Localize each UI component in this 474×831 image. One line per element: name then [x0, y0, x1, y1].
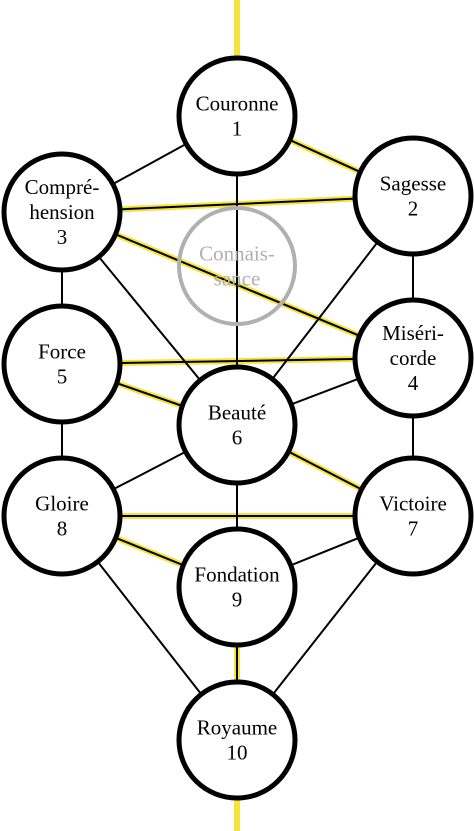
sephira-label-line: Fondation: [194, 563, 280, 587]
sephira-label-line: Sagesse: [380, 172, 447, 196]
sephira-circle: [176, 679, 298, 801]
sephira-label-line: Miséri-: [382, 321, 444, 345]
sephira-label-line: Force: [38, 340, 86, 364]
sephira-circle: [352, 455, 474, 577]
sephira-label-line: 4: [408, 371, 419, 395]
sephira-label-line: corde: [390, 346, 437, 370]
sephira-label-line: 2: [408, 197, 419, 221]
sephira-label-line: 1: [232, 117, 243, 141]
hidden-sephira: Connais-sance: [177, 206, 297, 326]
sephira-label-line: 10: [227, 741, 248, 765]
sephira-label-line: Compré-: [25, 175, 100, 199]
sephira-circle: [176, 364, 298, 486]
sephira-label-line: Victoire: [379, 492, 447, 516]
sephira-connaissance: Connais-sance: [177, 206, 297, 326]
sephira-circle: [176, 526, 298, 648]
sephira-label-line: 3: [57, 225, 68, 249]
sephira-label-line: Gloire: [35, 492, 89, 516]
sephira-label-line: 7: [408, 517, 419, 541]
sephira-label-line: 5: [57, 365, 68, 389]
sephira-label-line: Connais-: [199, 242, 275, 266]
sephira-circle: [1, 455, 123, 577]
sephira-circle: [1, 303, 123, 425]
sephira-label-line: Royaume: [197, 716, 277, 740]
path-comprehension-misericorde: [61, 211, 414, 359]
sephira-circle: [352, 297, 474, 419]
sephira-label-line: Beauté: [208, 401, 266, 425]
sephira-label-line: hension: [29, 200, 95, 224]
sephira-circle: [176, 55, 298, 177]
sephira-circle: [177, 206, 297, 326]
sephira-label-line: Couronne: [196, 92, 279, 116]
sephira-circle: [1, 151, 123, 273]
sephira-label-line: 8: [57, 517, 68, 541]
sephira-label-line: 9: [232, 588, 243, 612]
sephira-circle: [352, 135, 474, 257]
sephira-label-line: sance: [214, 267, 261, 291]
sephira-label-line: 6: [232, 426, 243, 450]
